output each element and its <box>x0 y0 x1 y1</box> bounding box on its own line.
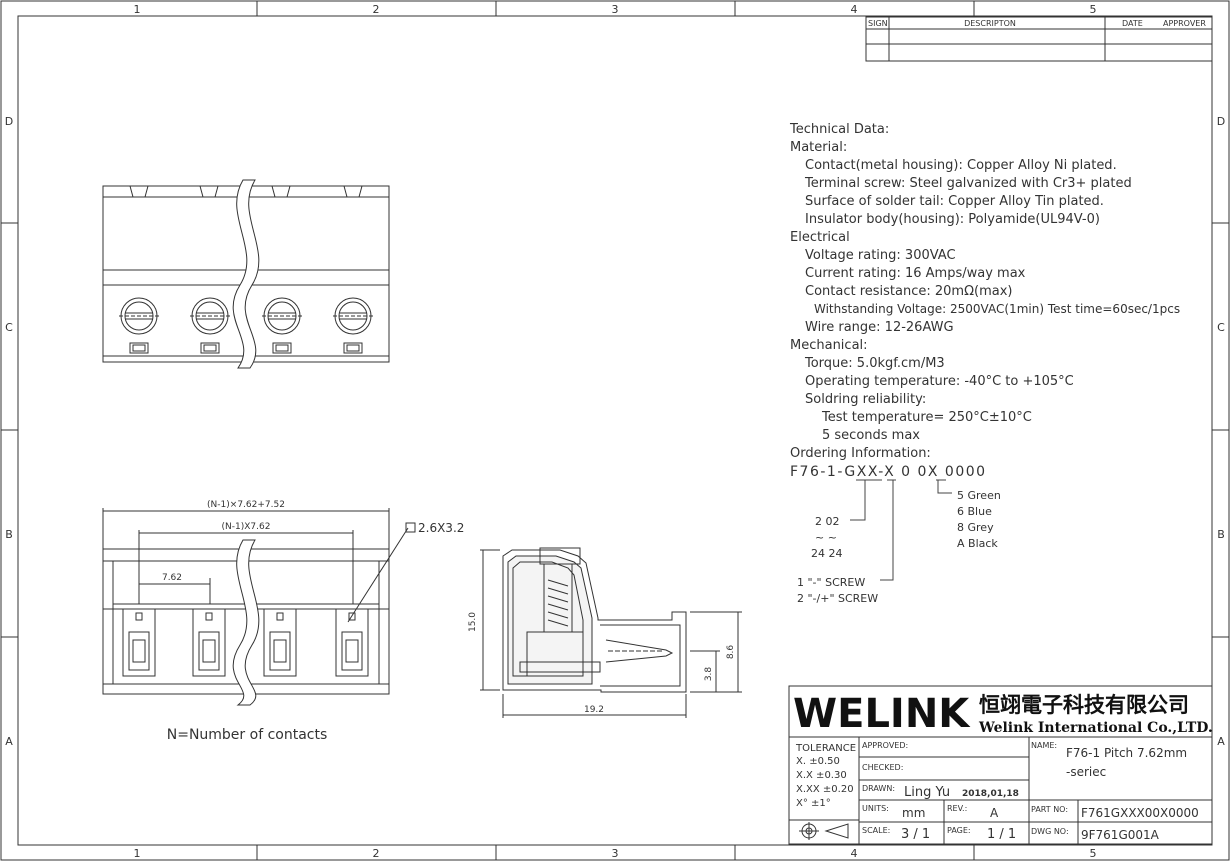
tech-line: Soldring reliability: <box>805 392 926 407</box>
contacts-note: N=Number of contacts <box>167 727 328 743</box>
page-value: 1 / 1 <box>987 827 1016 842</box>
drawn-date: 2018,01,18 <box>962 789 1019 799</box>
dim-overall: (N-1)×7.62+7.52 <box>207 500 285 510</box>
drawn-label: DRAWN: <box>862 784 895 793</box>
revision-block <box>865 16 1213 62</box>
tolerance-row: X. ±0.50 <box>796 756 840 767</box>
row-label-d-right: D <box>1217 115 1225 128</box>
dim-pitch: 7.62 <box>162 573 182 583</box>
order-color: 5 Green <box>957 489 1001 502</box>
dwg-no-label: DWG NO: <box>1031 827 1069 836</box>
row-label-a: A <box>5 735 13 748</box>
rev-date-header: DATE <box>1122 19 1143 28</box>
approved-label: APPROVED: <box>862 741 908 750</box>
dim-height: 15.0 <box>468 612 478 632</box>
tech-line: Mechanical: <box>790 338 868 353</box>
tech-line: Current rating: 16 Amps/way max <box>805 266 1026 281</box>
rev-description-header: DESCRIPTON <box>964 19 1016 28</box>
tech-line: 5 seconds max <box>822 428 920 443</box>
rev-label: REV.: <box>947 804 967 813</box>
checked-label: CHECKED: <box>862 763 903 772</box>
col-label-5: 5 <box>1090 3 1097 16</box>
tech-line: Withstanding Voltage: 2500VAC(1min) Test… <box>814 302 1180 316</box>
row-label-d: D <box>5 115 13 128</box>
order-code: F76-1-GXX-X 0 0X 0000 <box>790 464 987 480</box>
order-pins: 24 24 <box>811 547 843 560</box>
tech-line: Contact resistance: 20mΩ(max) <box>805 284 1013 299</box>
tech-line: Insulator body(housing): Polyamide(UL94V… <box>805 212 1100 227</box>
tech-line: Terminal screw: Steel galvanized with Cr… <box>804 176 1132 191</box>
row-label-c: C <box>5 321 13 334</box>
scale-label: SCALE: <box>862 826 890 835</box>
col-label-3-bottom: 3 <box>612 847 619 860</box>
row-label-b: B <box>5 528 13 541</box>
title-block <box>788 685 1213 845</box>
tech-line: Voltage rating: 300VAC <box>805 248 956 263</box>
col-label-1-bottom: 1 <box>134 847 141 860</box>
units-label: UNITS: <box>862 804 889 813</box>
tech-line: Surface of solder tail: Copper Alloy Tin… <box>805 194 1104 209</box>
order-screw: 1 "-" SCREW <box>797 576 865 589</box>
dim-depth: 19.2 <box>584 705 604 715</box>
order-pins: 2 02 <box>815 515 840 528</box>
side-view <box>480 547 742 718</box>
row-label-a-right: A <box>1217 735 1225 748</box>
dim-pin-offset: 3.8 <box>704 667 714 682</box>
order-color: 8 Grey <box>957 521 994 534</box>
tech-line: Torque: 5.0kgf.cm/M3 <box>804 356 945 371</box>
rev-sign-header: SIGN <box>868 19 888 28</box>
break-mark <box>232 179 260 369</box>
technical-data: Technical Data: Material: Contact(metal … <box>789 122 1180 461</box>
tech-line: Technical Data: <box>789 122 889 137</box>
order-pins: ~ ~ <box>815 531 837 544</box>
tech-line: Electrical <box>790 230 850 245</box>
tolerance-label: TOLERANCE <box>795 743 856 754</box>
tech-line: Contact(metal housing): Copper Alloy Ni … <box>805 158 1117 173</box>
tolerance-row: X° ±1° <box>796 798 831 809</box>
order-screw: 2 "-/+" SCREW <box>797 592 878 605</box>
company-logo: WELINK <box>793 691 971 737</box>
company-name-cn: 恒翊電子科技有限公司 <box>979 692 1189 717</box>
col-label-5-bottom: 5 <box>1090 847 1097 860</box>
tolerance-row: X.X ±0.30 <box>796 770 847 781</box>
col-label-1: 1 <box>134 3 141 16</box>
break-mark <box>232 539 260 706</box>
drawn-by: Ling Yu <box>904 785 950 800</box>
rev-approver-header: APPROVER <box>1163 19 1206 28</box>
name-label: NAME: <box>1031 741 1057 750</box>
dim-pin-height: 8.6 <box>726 645 736 660</box>
col-label-4-bottom: 4 <box>851 847 858 860</box>
tech-line: Material: <box>790 140 847 155</box>
row-label-b-right: B <box>1217 528 1225 541</box>
col-label-4: 4 <box>851 3 858 16</box>
order-color: A Black <box>957 537 998 550</box>
col-label-2: 2 <box>373 3 380 16</box>
tolerance-row: X.XX ±0.20 <box>796 784 854 795</box>
tech-line: Test temperature= 250°C±10°C <box>821 410 1032 425</box>
tech-line: Wire range: 12-26AWG <box>805 320 954 335</box>
dwg-no-value: 9F761G001A <box>1081 828 1160 842</box>
row-label-c-right: C <box>1217 321 1225 334</box>
part-no-label: PART NO: <box>1031 805 1068 814</box>
part-no-value: F761GXXX00X0000 <box>1081 806 1199 820</box>
page-label: PAGE: <box>947 826 971 835</box>
scale-value: 3 / 1 <box>901 827 930 842</box>
col-label-3: 3 <box>612 3 619 16</box>
dim-pitch-span: (N-1)X7.62 <box>222 522 271 532</box>
ordering-info: F76-1-GXX-X 0 0X 0000 5 Green 6 Blue 8 G… <box>790 464 1001 605</box>
company-name-en: Welink International Co.,LTD. <box>978 720 1213 736</box>
rev-value: A <box>990 806 999 820</box>
name-line-1: F76-1 Pitch 7.62mm <box>1066 746 1187 760</box>
hole-symbol <box>405 522 416 533</box>
dim-hole: 2.6X3.2 <box>418 521 464 535</box>
col-label-2-bottom: 2 <box>373 847 380 860</box>
name-line-2: -seriec <box>1066 765 1106 779</box>
units-value: mm <box>902 806 925 820</box>
order-color: 6 Blue <box>957 505 992 518</box>
tech-line: Operating temperature: -40°C to +105°C <box>805 374 1074 389</box>
tech-line: Ordering Information: <box>790 446 931 461</box>
